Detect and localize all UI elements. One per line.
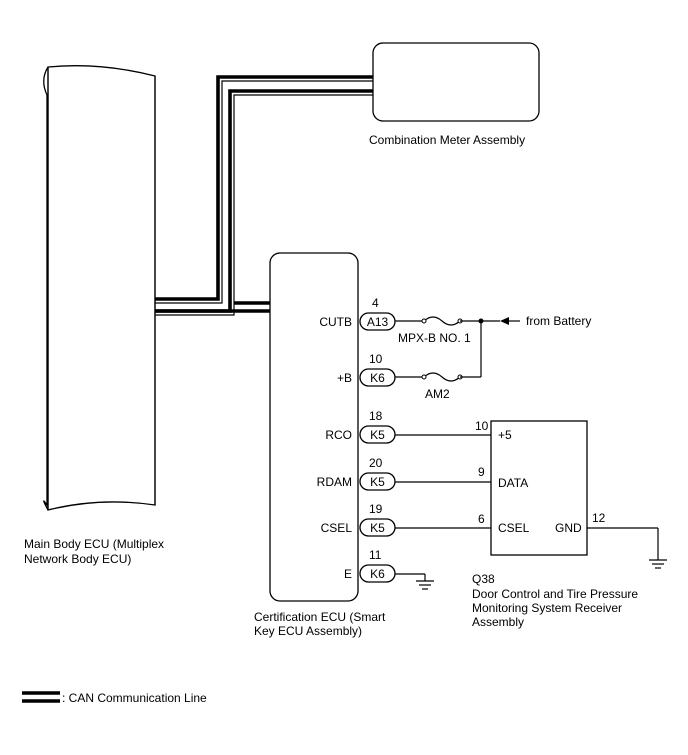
receiver-pin-5v: +5 bbox=[498, 428, 512, 442]
battery-label: from Battery bbox=[526, 314, 591, 328]
fuse-mpxb-label: MPX-B NO. 1 bbox=[398, 331, 471, 345]
receiver: +5 DATA CSEL GND Q38 Door Control and Ti… bbox=[472, 420, 638, 629]
receiver-pin-no-5v: 10 bbox=[475, 419, 489, 433]
receiver-pin-no-gnd: 12 bbox=[592, 511, 606, 525]
receiver-pin-gnd: GND bbox=[555, 521, 582, 535]
receiver-box bbox=[490, 420, 588, 556]
pin-name-csel: CSEL bbox=[321, 521, 353, 535]
certification-ecu-box bbox=[269, 252, 359, 602]
legend: : CAN Communication Line bbox=[22, 691, 207, 705]
pin-name-e: E bbox=[344, 567, 352, 581]
pin-name-cutb: CUTB bbox=[319, 315, 352, 329]
certification-ecu: Certification ECU (Smart Key ECU Assembl… bbox=[254, 252, 386, 638]
combination-meter-box bbox=[372, 42, 540, 122]
fuse-am2-icon bbox=[423, 372, 461, 382]
receiver-pin-no-data: 9 bbox=[478, 465, 485, 479]
pin-name-b: +B bbox=[337, 371, 352, 385]
pin-no-rco: 18 bbox=[369, 409, 383, 423]
legend-label: : CAN Communication Line bbox=[62, 691, 207, 705]
can-line-outer bbox=[155, 75, 373, 301]
connector-label-cutb: A13 bbox=[367, 315, 389, 329]
pin-name-rdam: RDAM bbox=[317, 475, 352, 489]
pin-no-cutb: 4 bbox=[372, 296, 379, 310]
main-body-ecu-label-2: Network Body ECU) bbox=[24, 552, 131, 566]
can-line-inner-inner bbox=[155, 94, 373, 316]
fuse-mpxb-terminal-left bbox=[421, 318, 427, 324]
pin-rco: RCO 18 K5 bbox=[325, 409, 396, 444]
receiver-code: Q38 bbox=[472, 572, 495, 586]
pin-no-csel: 19 bbox=[369, 502, 383, 516]
power-wiring: from Battery MPX-B NO. 1 AM2 bbox=[395, 314, 591, 401]
main-body-ecu: Main Body ECU (Multiplex Network Body EC… bbox=[24, 65, 164, 566]
battery-arrow-icon bbox=[500, 317, 509, 325]
pin-no-b: 10 bbox=[369, 352, 383, 366]
pin-rdam: RDAM 20 K5 bbox=[317, 456, 396, 491]
fuse-am2-label: AM2 bbox=[425, 387, 450, 401]
pin-e: E 11 K6 bbox=[344, 548, 396, 583]
receiver-pin-no-csel: 6 bbox=[478, 512, 485, 526]
connector-label-rdam: K5 bbox=[370, 475, 385, 489]
receiver-pin-csel: CSEL bbox=[498, 521, 530, 535]
fuse-mpxb-icon bbox=[423, 316, 461, 326]
signal-wires: 10 9 6 12 bbox=[395, 419, 659, 560]
main-body-ecu-outline bbox=[43, 65, 156, 511]
pin-b: +B 10 K6 bbox=[337, 352, 396, 387]
ground-e-wire bbox=[395, 573, 426, 581]
receiver-pin-data: DATA bbox=[498, 476, 528, 490]
pin-cutb: CUTB 4 A13 bbox=[319, 296, 396, 331]
main-body-ecu-label-1: Main Body ECU (Multiplex bbox=[24, 537, 164, 551]
can-line-outer-inner bbox=[155, 80, 373, 304]
receiver-label-1: Door Control and Tire Pressure bbox=[472, 587, 638, 601]
connector-label-e: K6 bbox=[370, 567, 385, 581]
ground-icon bbox=[416, 580, 434, 590]
combination-meter: Combination Meter Assembly bbox=[369, 42, 540, 147]
combination-meter-label: Combination Meter Assembly bbox=[369, 133, 525, 147]
ground-icon bbox=[649, 559, 667, 569]
receiver-label-2: Monitoring System Receiver bbox=[472, 601, 622, 615]
pin-no-rdam: 20 bbox=[369, 456, 383, 470]
can-bus-lines bbox=[155, 75, 373, 316]
certification-ecu-label-2: Key ECU Assembly) bbox=[254, 624, 362, 638]
connector-label-b: K6 bbox=[370, 371, 385, 385]
certification-ecu-label-1: Certification ECU (Smart bbox=[254, 610, 386, 624]
connector-label-rco: K5 bbox=[370, 428, 385, 442]
pin-no-e: 11 bbox=[369, 548, 382, 562]
pin-name-rco: RCO bbox=[325, 428, 352, 442]
fuse-am2-terminal-left bbox=[421, 374, 427, 380]
connector-label-csel: K5 bbox=[370, 521, 385, 535]
receiver-label-3: Assembly bbox=[472, 615, 524, 629]
